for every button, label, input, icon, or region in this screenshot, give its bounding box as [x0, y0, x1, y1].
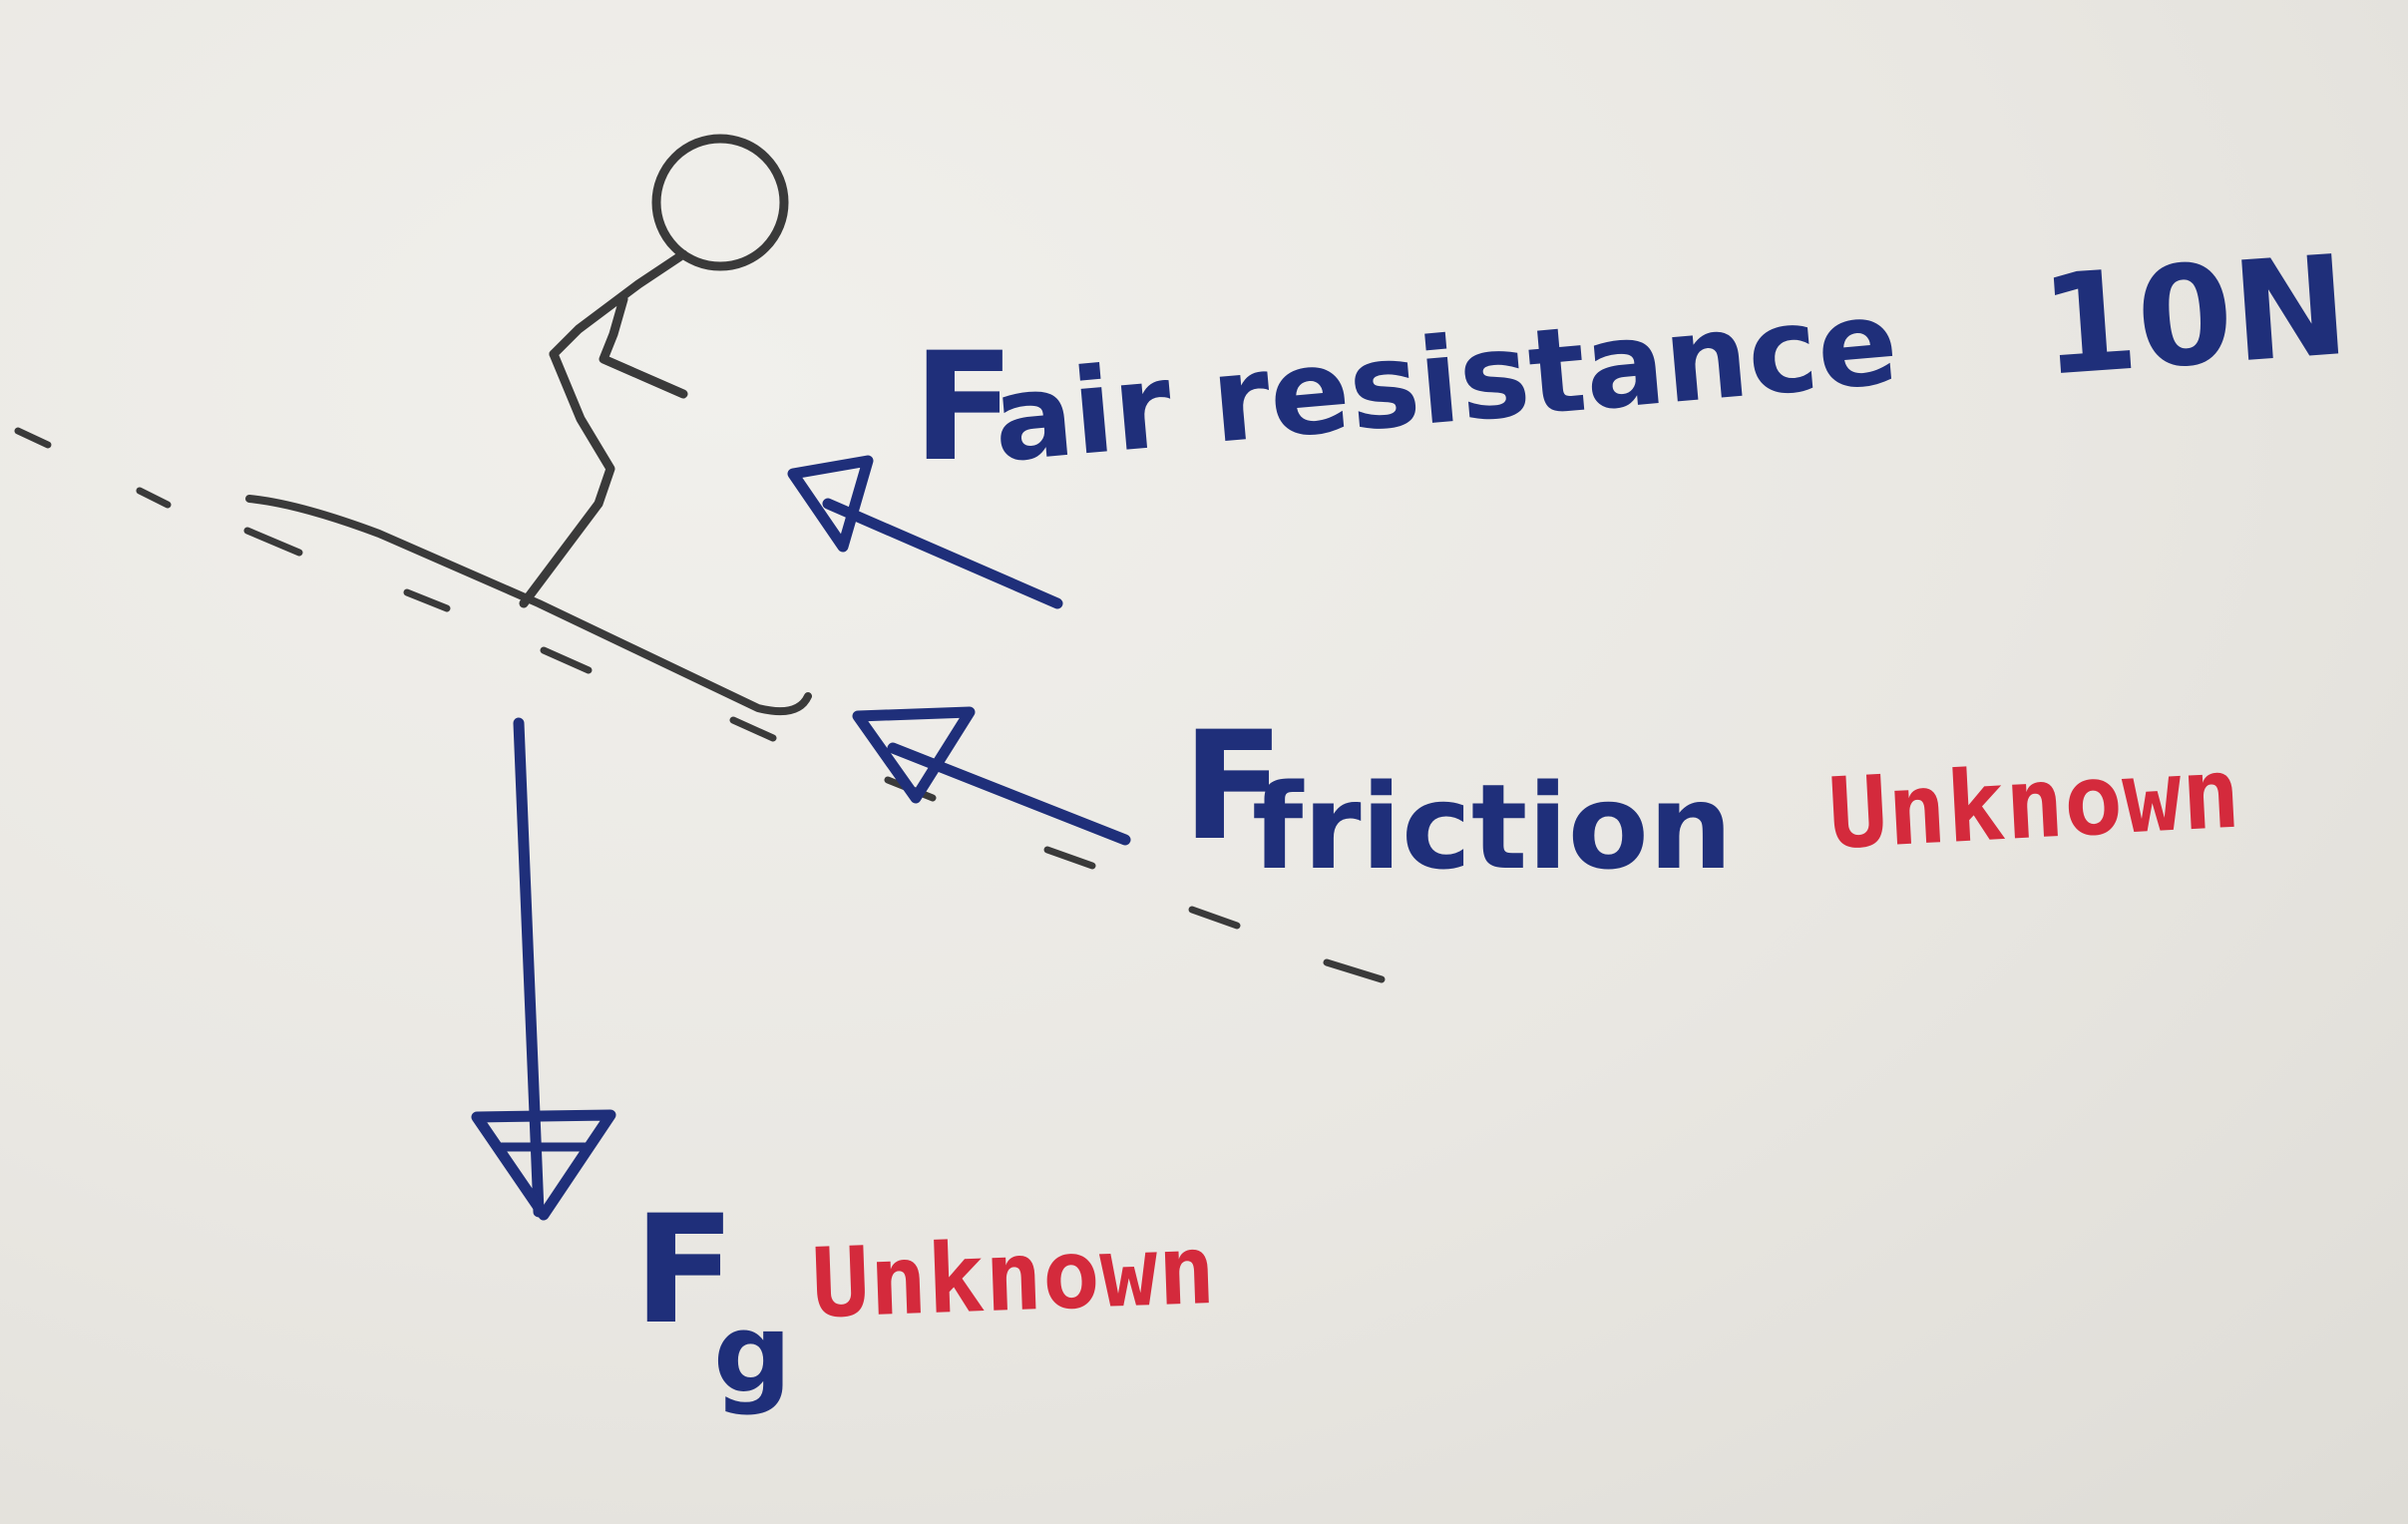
friction-arrow — [852, 706, 1131, 846]
gravity-value: Unknown — [810, 1214, 1217, 1339]
friction-symbol: F — [1182, 700, 1284, 874]
gravity-symbol: F — [633, 1184, 735, 1357]
gravity-label: F g Unknown — [633, 1184, 1217, 1417]
air-resistance-arrow — [787, 455, 1063, 609]
gravity-subscript: g — [713, 1290, 792, 1417]
skier-arm — [599, 294, 688, 399]
air-resistance-subscript: air resistance — [988, 272, 1902, 489]
skier-leg — [519, 349, 615, 608]
friction-label: F friction Unknown — [1182, 700, 2243, 896]
ski — [245, 495, 812, 715]
air-resistance-label: F air resistance 10N — [913, 225, 2353, 495]
friction-subscript: friction — [1252, 758, 1733, 896]
skier-neck-torso — [549, 249, 688, 359]
air-resistance-value: 10N — [2036, 225, 2353, 407]
skier-head — [651, 134, 789, 271]
air-resistance-symbol: F — [913, 321, 1014, 495]
gravity-arrow — [471, 717, 616, 1221]
stick-figure-skier — [519, 134, 789, 608]
slope-dashed-line — [14, 427, 1386, 983]
friction-value: Unknown — [1825, 737, 2242, 872]
